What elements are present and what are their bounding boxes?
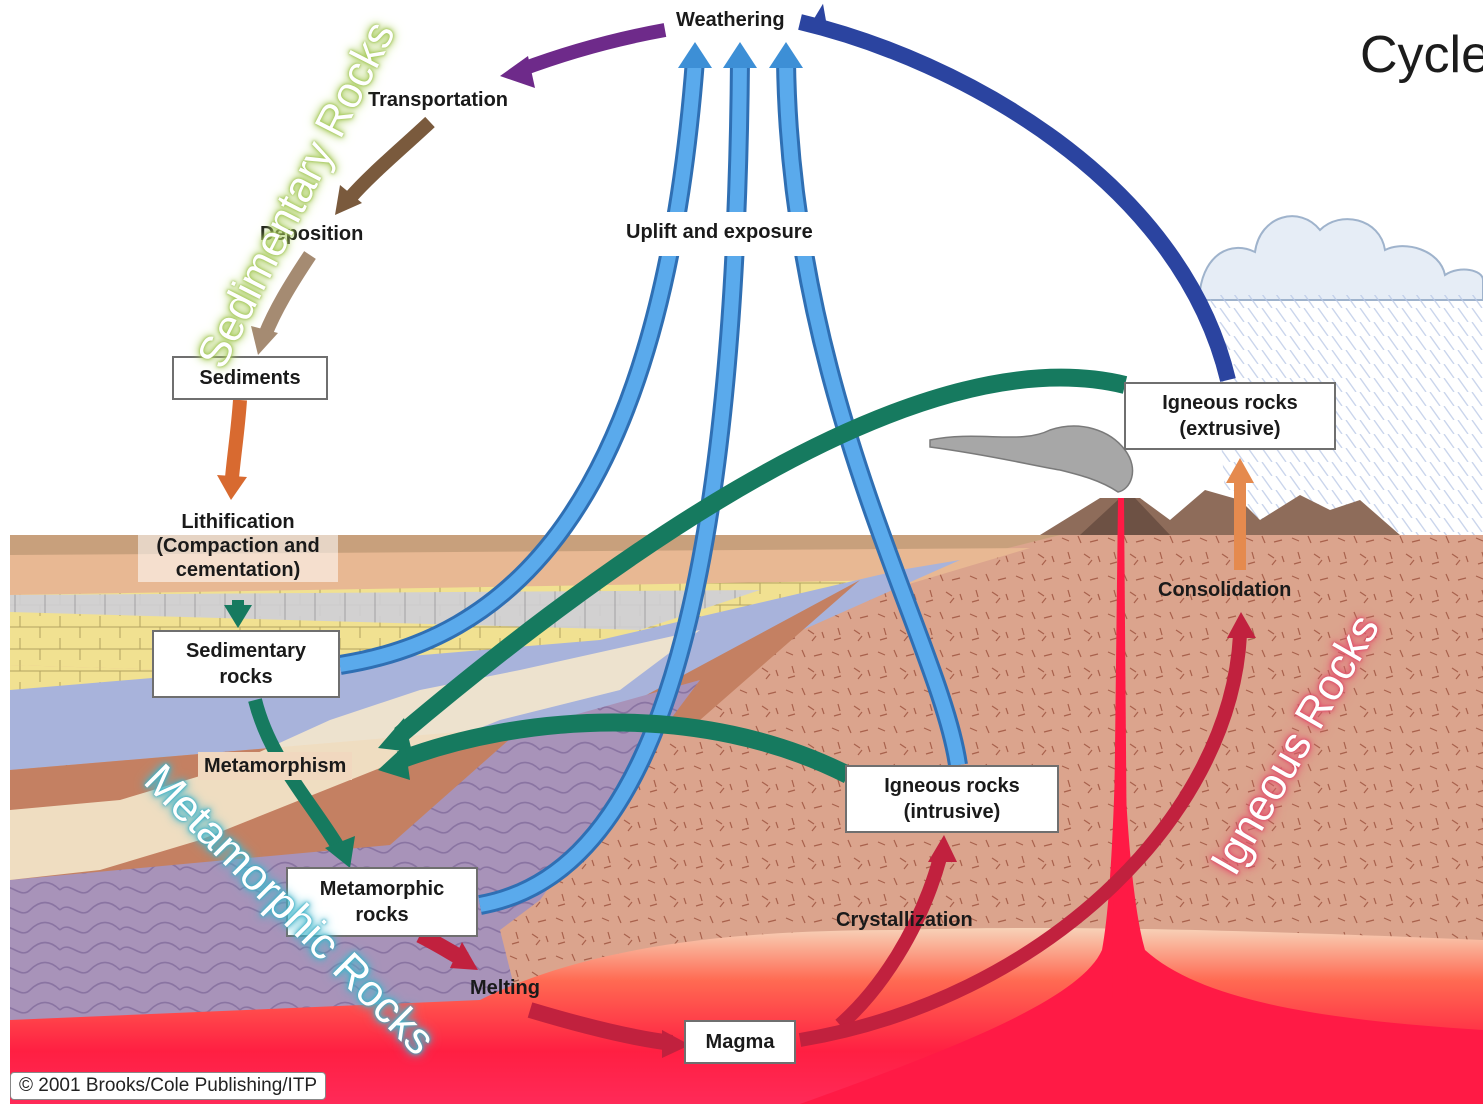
- melting-label: Melting: [470, 976, 540, 1000]
- igneous-intrusive-line-1: Igneous rocks: [884, 773, 1020, 799]
- sedimentary-rocks-box: Sedimentary rocks: [152, 630, 340, 698]
- sediments-box: Sediments: [172, 356, 328, 400]
- lithification-line-3: cementation): [138, 558, 338, 582]
- sedimentary-rocks-line-2: rocks: [219, 664, 272, 690]
- sediments-box-text: Sediments: [199, 365, 300, 391]
- igneous-extrusive-line-2: (extrusive): [1179, 416, 1280, 442]
- igneous-intrusive-line-2: (intrusive): [904, 799, 1001, 825]
- igneous-intrusive-box: Igneous rocks (intrusive): [845, 765, 1059, 833]
- metamorphic-rocks-line-2: rocks: [355, 902, 408, 928]
- magma-box: Magma: [684, 1020, 796, 1064]
- transportation-label: Transportation: [368, 88, 508, 112]
- consolidation-label: Consolidation: [1158, 578, 1291, 602]
- copyright-credit: © 2001 Brooks/Cole Publishing/ITP: [10, 1072, 326, 1100]
- weathering-label: Weathering: [672, 8, 789, 32]
- lithification-line-2: (Compaction and: [138, 534, 338, 558]
- lithification-line-1: Lithification: [138, 510, 338, 534]
- igneous-extrusive-line-1: Igneous rocks: [1162, 390, 1298, 416]
- lithification-arrow: [232, 400, 240, 478]
- lithification-label: Lithification (Compaction and cementatio…: [138, 510, 338, 582]
- metamorphic-rocks-line-1: Metamorphic: [320, 876, 444, 902]
- weathering-to-transport-arrow: [520, 30, 665, 70]
- igneous-extrusive-box: Igneous rocks (extrusive): [1124, 382, 1336, 450]
- transport-arrow: [350, 122, 430, 198]
- volcano-smoke-illustration: [930, 426, 1133, 492]
- crystallization-label: Crystallization: [836, 908, 973, 932]
- metamorphism-label: Metamorphism: [198, 752, 352, 780]
- sedimentary-rocks-line-1: Sedimentary: [186, 638, 306, 664]
- uplift-label: Uplift and exposure: [626, 220, 813, 244]
- diagram-title: Cycle: [1360, 25, 1483, 85]
- weathering-return-arrow: [800, 22, 1228, 380]
- magma-box-text: Magma: [706, 1029, 775, 1055]
